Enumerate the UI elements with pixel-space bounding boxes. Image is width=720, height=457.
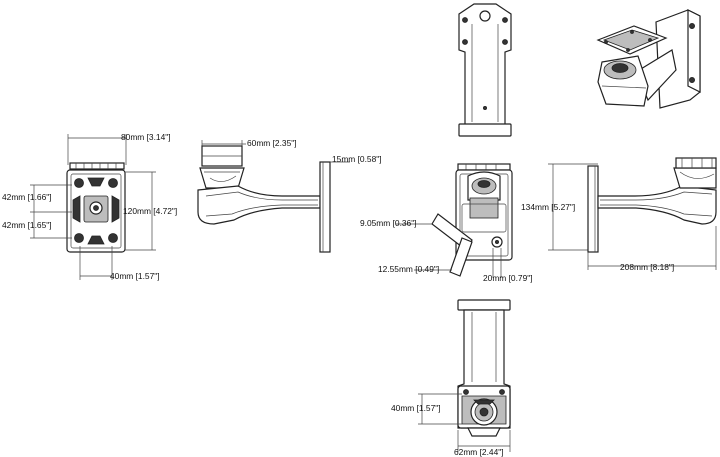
dim-208mm: 208mm [8.18"] [620, 262, 674, 272]
rear-view: 20mm [0.79"] 9.05mm [0.36"] 12.55mm [0.4… [360, 163, 533, 283]
dim-15mm: 15mm [0.58"] [332, 154, 382, 164]
dim-60mm: 60mm [2.35"] [247, 138, 297, 148]
bottom-view: 40mm [1.57"] 62mm [2.44"] [391, 299, 511, 457]
dim-40mm-bottom: 40mm [1.57"] [110, 271, 160, 281]
dim-62mm: 62mm [2.44"] [454, 447, 504, 457]
dim-12-55mm: 12.55mm [0.49"] [378, 264, 439, 274]
dim-80mm: 80mm [3.14"] [121, 132, 171, 142]
dim-9-05mm: 9.05mm [0.36"] [360, 218, 417, 228]
dim-42mm-a: 42mm [1.66"] [2, 192, 52, 202]
right-side-view: 134mm [5.27"] 208mm [8.18"] [521, 157, 717, 272]
top-view [458, 3, 512, 137]
dim-134mm: 134mm [5.27"] [521, 202, 575, 212]
side-view: 60mm [2.35"] 15mm [0.58"] [197, 138, 382, 253]
front-plate-view: 80mm [3.14"] 42mm [1.66"] 42mm [1.65"] 1… [2, 132, 177, 281]
dim-20mm: 20mm [0.79"] [483, 273, 533, 283]
dim-120mm: 120mm [4.72"] [123, 206, 177, 216]
isometric-view [596, 9, 701, 109]
dim-40mm-lower: 40mm [1.57"] [391, 403, 441, 413]
dim-42mm-b: 42mm [1.65"] [2, 220, 52, 230]
